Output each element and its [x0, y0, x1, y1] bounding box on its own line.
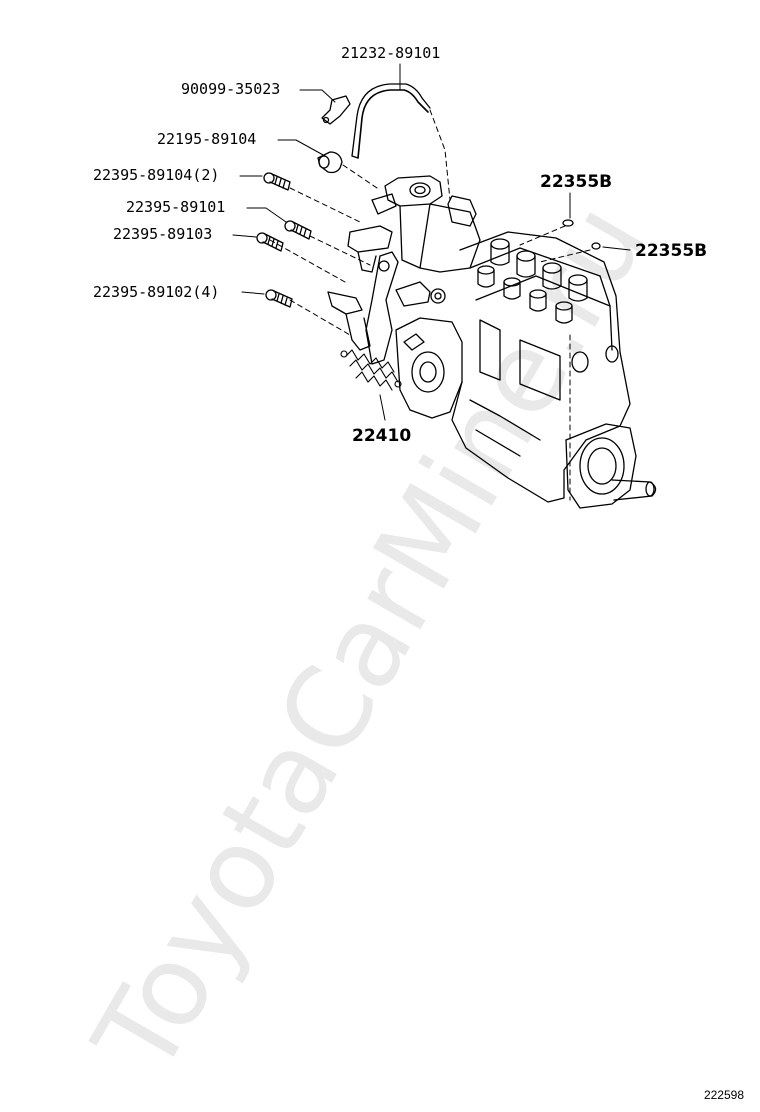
bolt-22395-89101 [284, 220, 312, 240]
delivery-valves [477, 238, 588, 324]
diagram-id: 222598 [703, 1088, 744, 1102]
leader-lines [232, 63, 631, 421]
part-label-22355b-upper[interactable]: 22355B [540, 172, 613, 192]
part-label-22395-89101[interactable]: 22395-89101 [126, 198, 226, 216]
springs [340, 349, 402, 391]
part-label-22410[interactable]: 22410 [352, 426, 412, 446]
dashed-assembly-lines [269, 109, 591, 501]
part-label-22395-89102[interactable]: 22395-89102(4) [93, 283, 220, 301]
part-label-22395-89103[interactable]: 22395-89103 [113, 225, 213, 243]
bolt-22395-89102 [265, 289, 293, 308]
part-label-22195-89104[interactable]: 22195-89104 [157, 130, 257, 148]
bolt-22395-89103 [256, 232, 284, 252]
bolt-22395-89104 [263, 172, 291, 191]
part-label-90099-35023[interactable]: 90099-35023 [181, 80, 281, 98]
pump-body [327, 175, 657, 509]
part-label-21232-89101[interactable]: 21232-89101 [341, 44, 441, 62]
part-label-22355b-right[interactable]: 22355B [635, 241, 708, 261]
loose-parts [256, 83, 601, 308]
part-label-22395-89104[interactable]: 22395-89104(2) [93, 166, 220, 184]
